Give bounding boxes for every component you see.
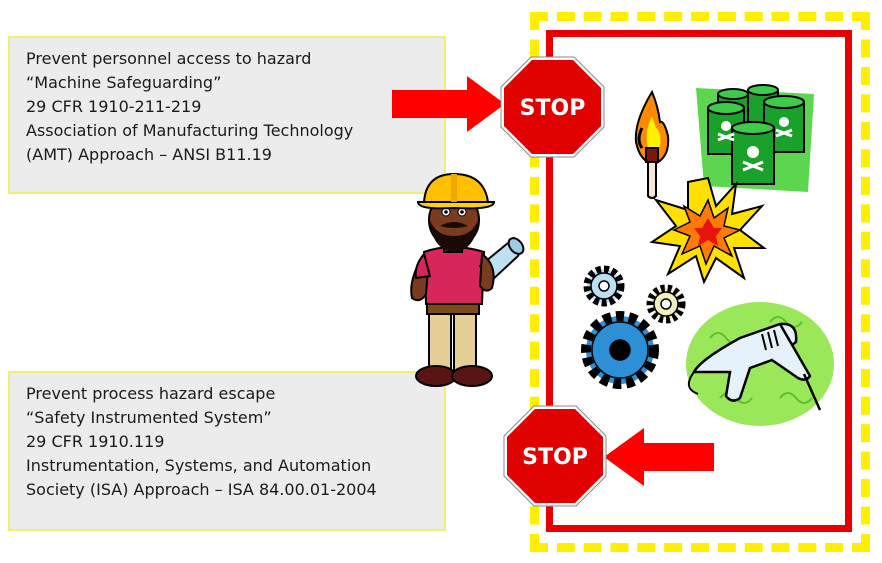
box-line: Instrumentation, Systems, and Automation xyxy=(26,456,372,475)
box-line: “Machine Safeguarding” xyxy=(26,73,222,92)
hazard-zone-border xyxy=(546,30,852,532)
box-line: Association of Manufacturing Technology xyxy=(26,121,354,140)
hazard-zone-dashed-border xyxy=(530,12,870,552)
box-line: “Safety Instrumented System” xyxy=(26,408,272,427)
machine-safeguarding-box: Prevent personnel access to hazard “Mach… xyxy=(8,36,446,194)
stop-label: STOP xyxy=(522,445,588,470)
box-line: Society (ISA) Approach – ISA 84.00.01-20… xyxy=(26,480,377,499)
box-line: (AMT) Approach – ANSI B11.19 xyxy=(26,145,272,164)
match-flame-icon xyxy=(634,89,670,199)
box-line: Prevent process hazard escape xyxy=(26,384,276,403)
arrow-right-icon xyxy=(392,76,505,132)
box-line: 29 CFR 1910-211-219 xyxy=(26,97,202,116)
toxic-barrels-icon xyxy=(696,84,814,192)
worker-icon xyxy=(410,172,525,387)
box-line: Prevent personnel access to hazard xyxy=(26,49,312,68)
safety-instrumented-system-box: Prevent process hazard escape “Safety In… xyxy=(8,371,446,531)
stop-sign-top: STOP xyxy=(500,56,605,158)
explosion-icon xyxy=(649,176,767,285)
gears-icon xyxy=(581,265,686,389)
stop-sign-bottom: STOP xyxy=(503,405,607,507)
arrow-left-icon xyxy=(604,428,714,486)
box-line: 29 CFR 1910.119 xyxy=(26,432,165,451)
power-drill-icon xyxy=(686,302,834,426)
stop-label: STOP xyxy=(520,96,586,121)
